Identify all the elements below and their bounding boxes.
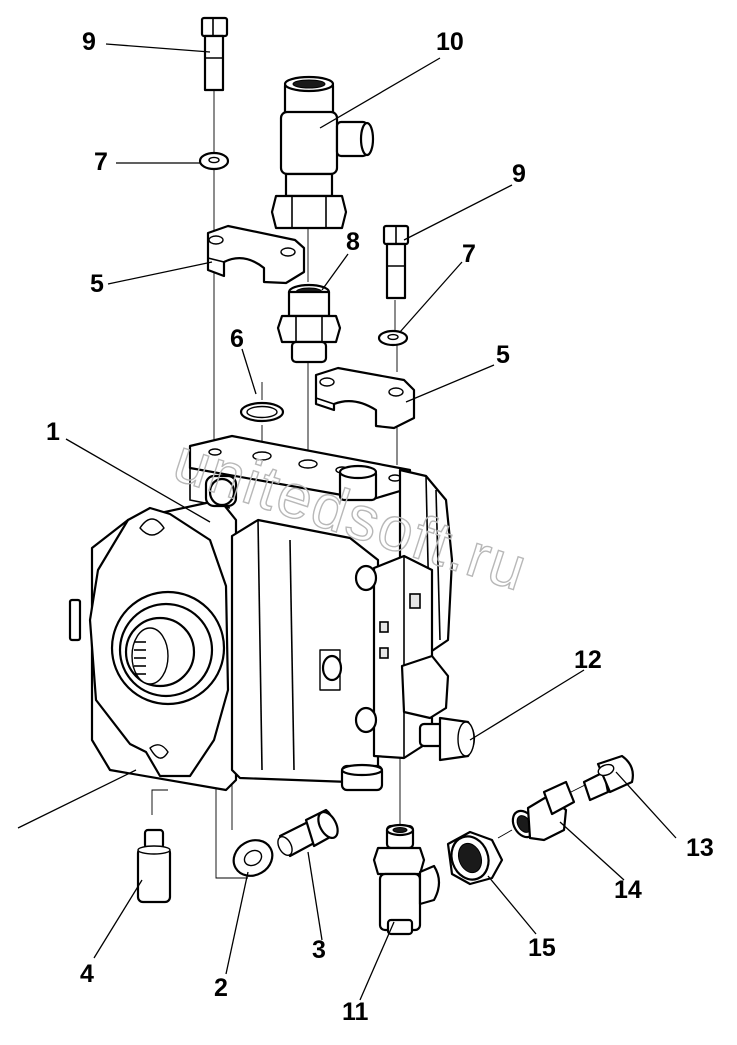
callout-9-upper: 9 bbox=[82, 28, 96, 56]
part-1-pump-body bbox=[68, 434, 454, 792]
callout-8: 8 bbox=[346, 228, 360, 256]
part-4-plug bbox=[136, 828, 172, 904]
part-12-plug bbox=[418, 716, 476, 762]
part-9-bolt-upper-left bbox=[200, 16, 229, 92]
part-7-washer-right bbox=[377, 329, 409, 347]
callout-6: 6 bbox=[230, 325, 244, 353]
callout-7-upper: 7 bbox=[94, 148, 108, 176]
part-5-flange-clamp-upper-left bbox=[206, 224, 306, 285]
callout-13: 13 bbox=[686, 834, 714, 862]
part-5-flange-clamp-right bbox=[314, 366, 416, 430]
callout-15: 15 bbox=[528, 934, 556, 962]
part-3-bolt bbox=[277, 808, 339, 858]
callout-14: 14 bbox=[614, 876, 642, 904]
leader-lines bbox=[17, 43, 677, 1001]
part-8-adapter-fitting bbox=[276, 283, 342, 364]
callout-5-right: 5 bbox=[496, 341, 510, 369]
callout-11: 11 bbox=[342, 998, 369, 1026]
callout-12: 12 bbox=[574, 646, 602, 674]
callout-5-upper: 5 bbox=[90, 270, 104, 298]
part-15-nut bbox=[446, 830, 504, 886]
part-13-hose-nipple bbox=[582, 754, 634, 802]
drive-shaft-splines bbox=[134, 641, 146, 675]
part-10-tee-fitting bbox=[270, 75, 375, 230]
callout-2: 2 bbox=[214, 974, 228, 1002]
part-9-bolt-right bbox=[382, 224, 410, 300]
callout-3: 3 bbox=[312, 936, 326, 964]
callout-10: 10 bbox=[436, 28, 464, 56]
part-6-o-ring bbox=[239, 401, 285, 423]
callout-7-right: 7 bbox=[462, 240, 476, 268]
callout-1: 1 bbox=[46, 418, 60, 446]
part-7-washer-upper-left bbox=[198, 151, 230, 171]
part-14-connector bbox=[511, 780, 576, 842]
callout-9-right: 9 bbox=[512, 160, 526, 188]
part-2-washer bbox=[232, 839, 274, 877]
part-11-tee-fitting-lower bbox=[372, 823, 441, 936]
callout-4: 4 bbox=[80, 960, 94, 988]
callout-labels: 9 10 7 9 8 7 5 6 5 1 12 13 14 4 3 15 2 1… bbox=[46, 28, 714, 1026]
